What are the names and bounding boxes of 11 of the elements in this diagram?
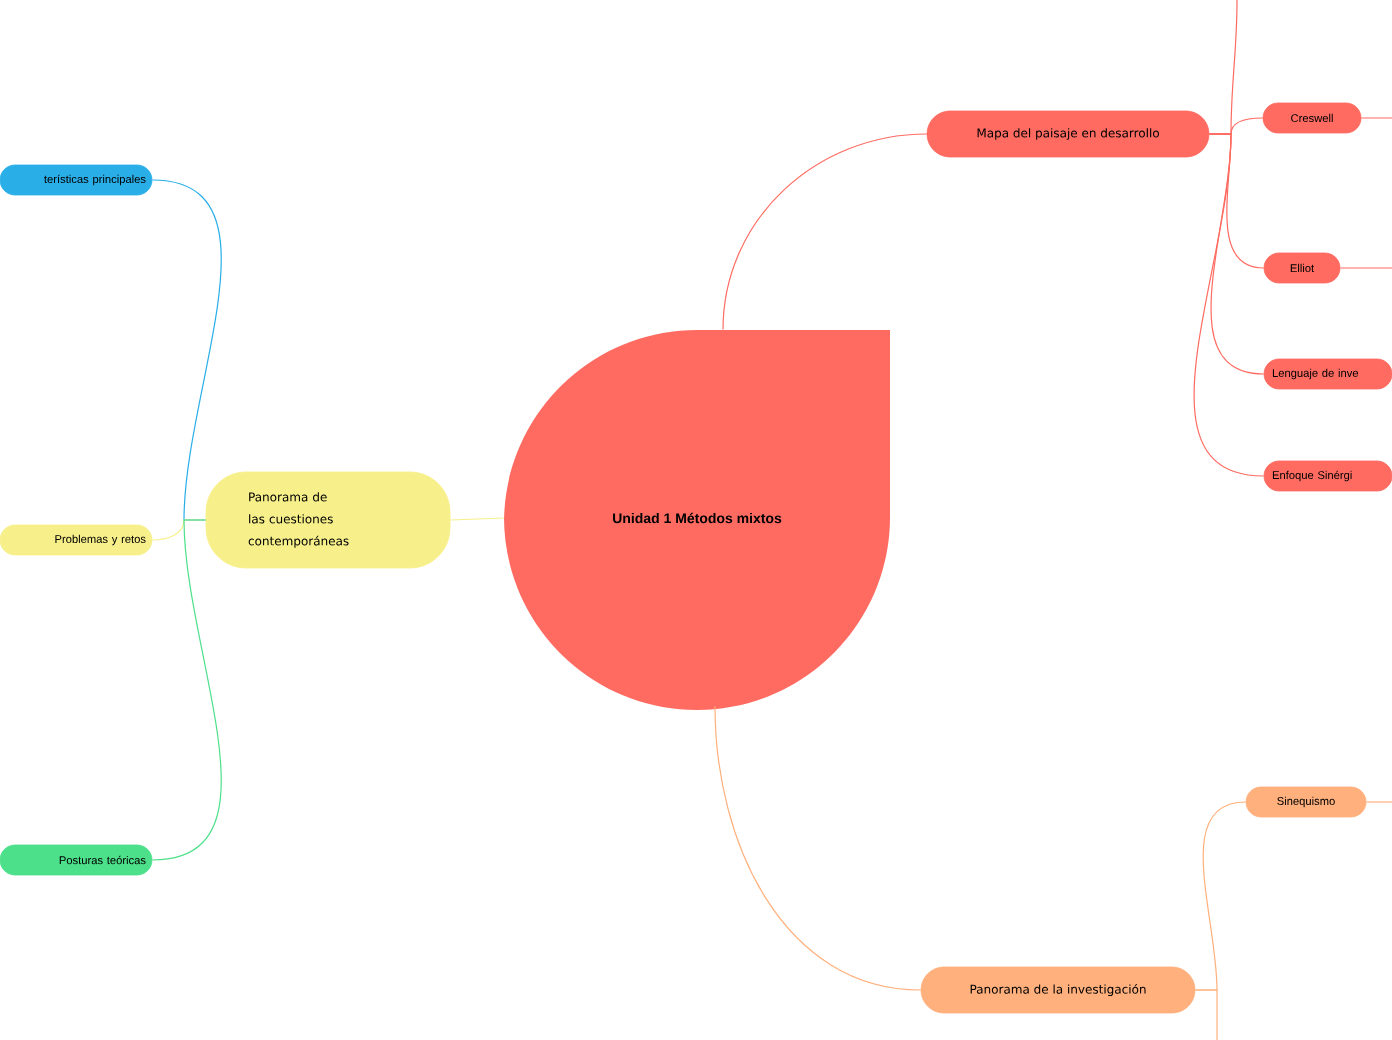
connector (1194, 989, 1218, 1040)
connector (449, 517, 505, 521)
connector (1339, 267, 1392, 269)
connector (1193, 133, 1265, 477)
connector (1208, 0, 1238, 135)
connector (722, 133, 928, 331)
connector (1360, 117, 1392, 119)
connector (151, 519, 222, 861)
connector (151, 179, 222, 521)
connector (714, 705, 922, 991)
connector (1365, 801, 1392, 803)
